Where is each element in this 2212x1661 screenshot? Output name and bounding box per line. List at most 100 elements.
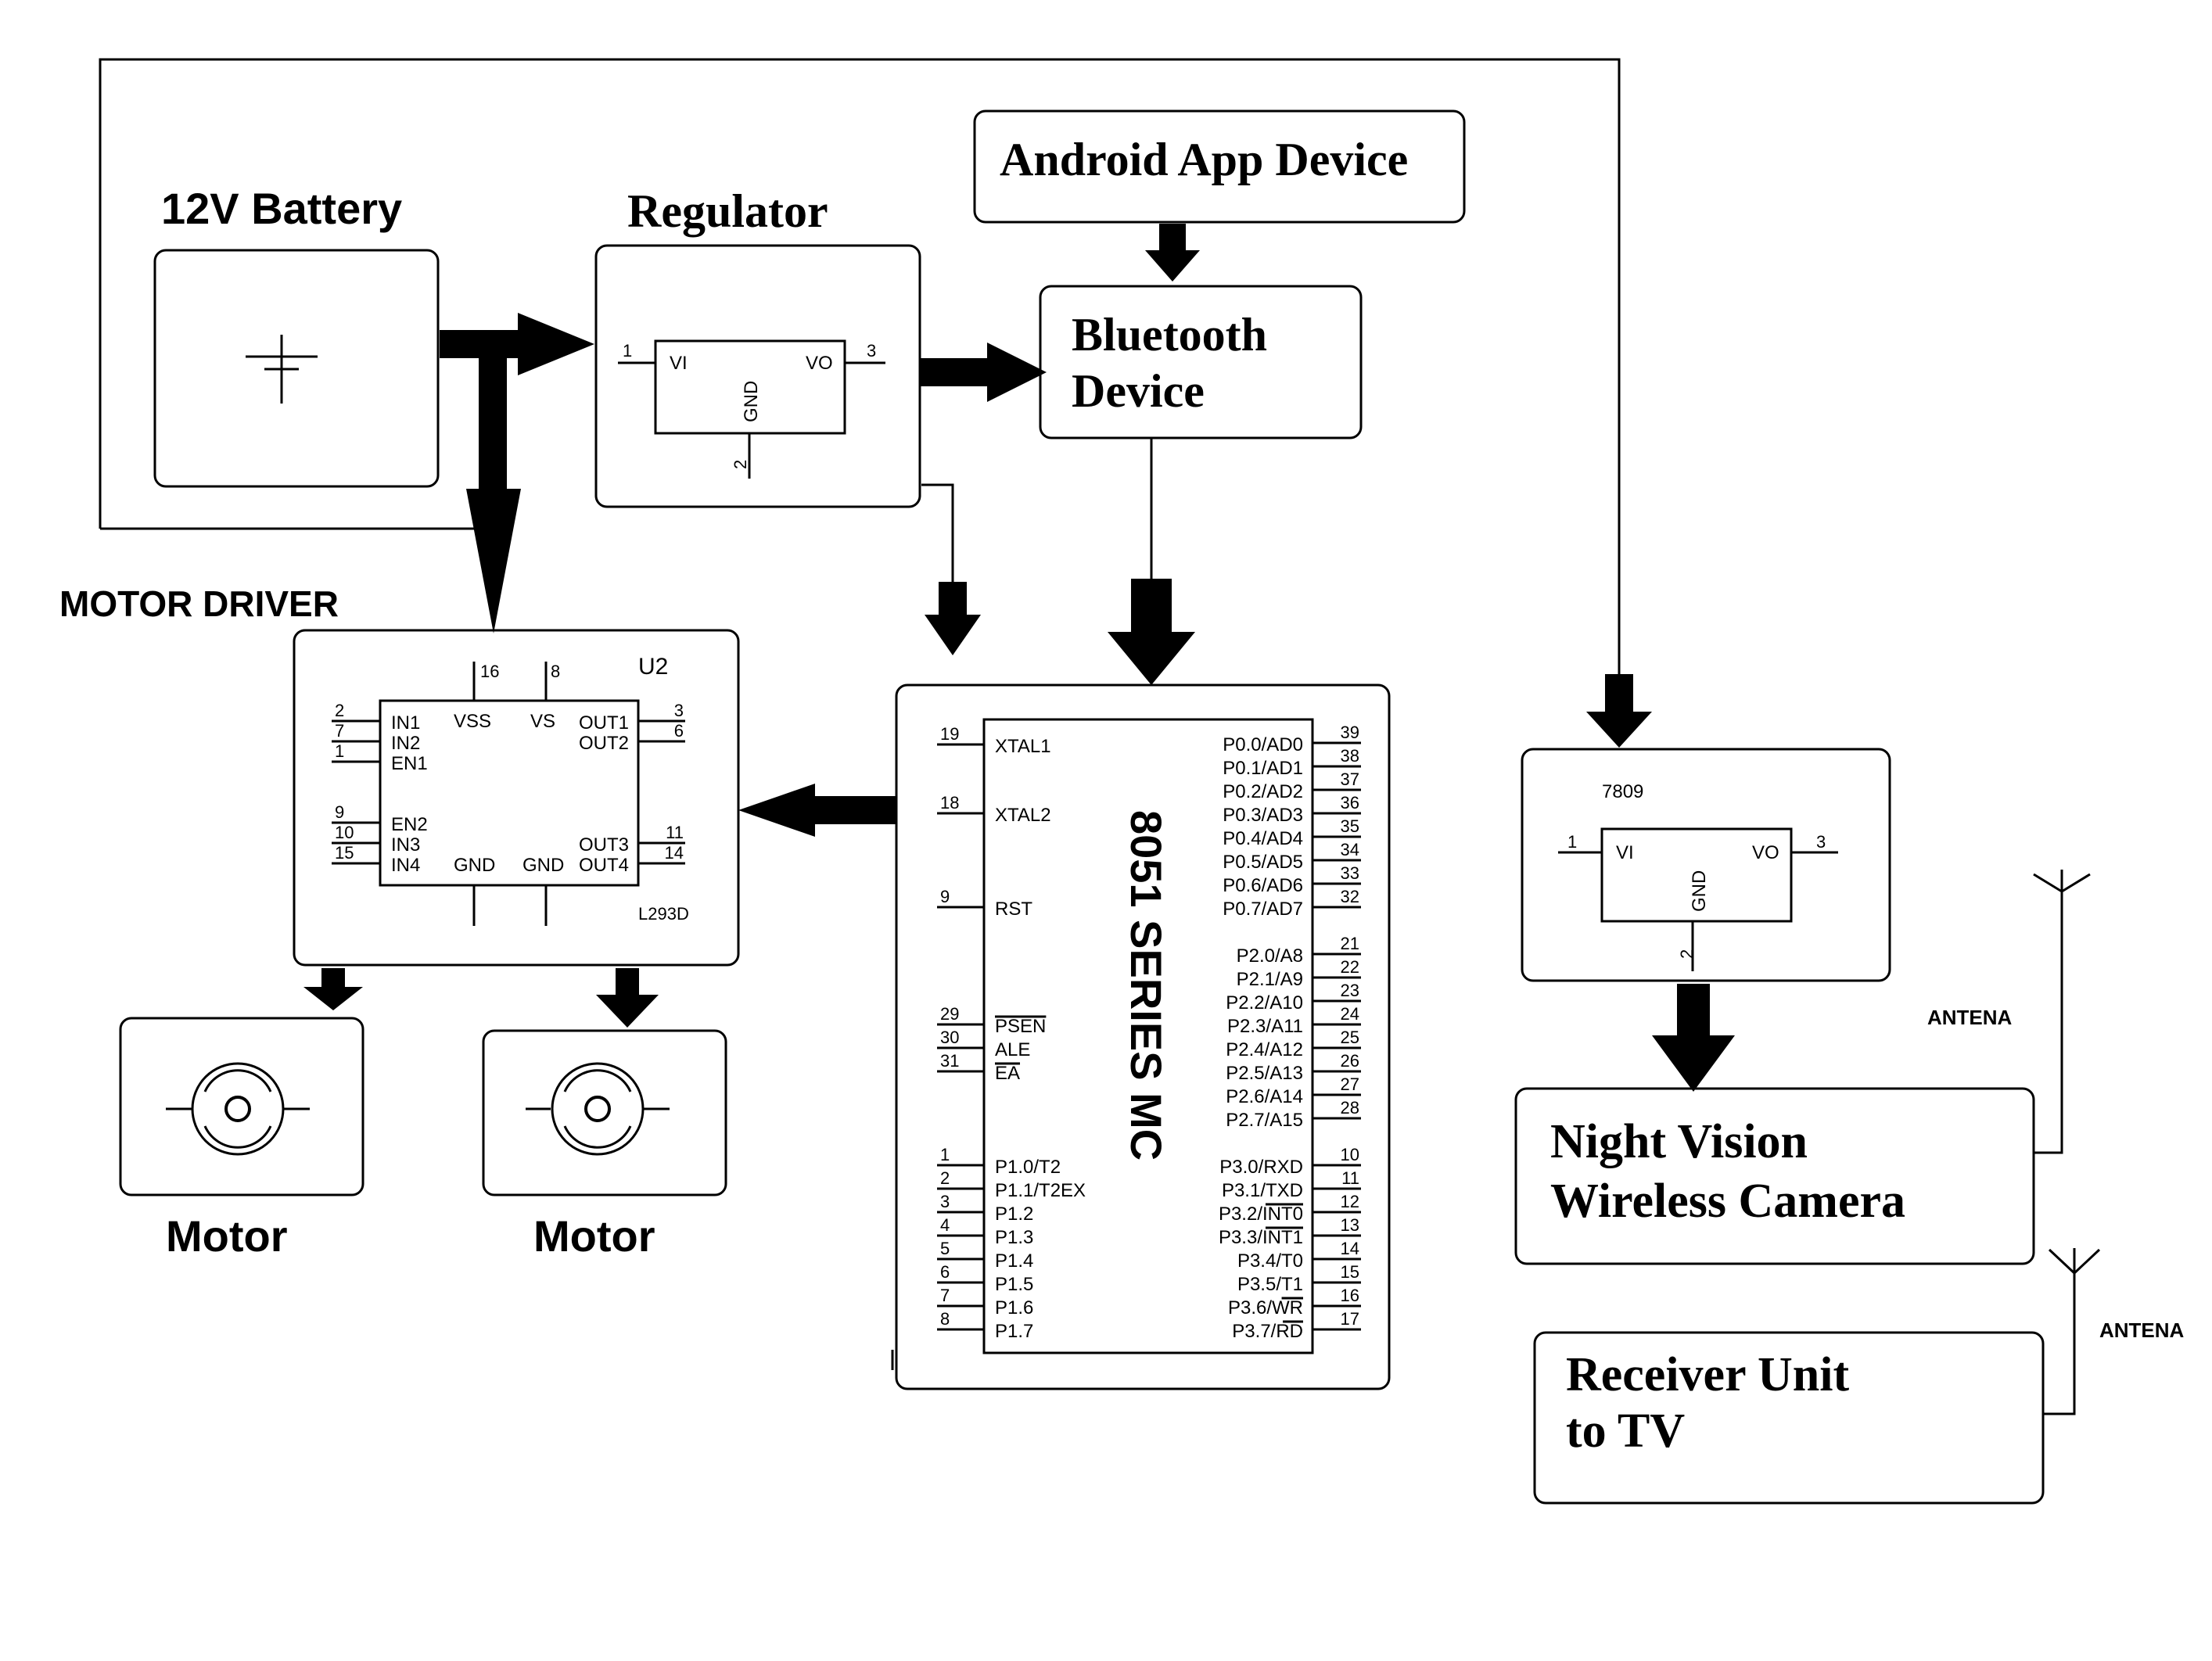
mcu-chip [982,718,1314,1354]
mcu-pin-label: XTAL2 [995,805,1051,826]
motor-left-box [119,1017,364,1196]
receiver-box [1533,1331,2045,1505]
mcu-pin-label: RST [995,899,1032,920]
mcu-pin-label: P1.4 [995,1250,1033,1272]
driver-vss-label: VSS [454,711,491,732]
mcu-pin-label: EA [995,1063,1020,1084]
mcu-pin-6: 6P1.5 [937,1262,1033,1295]
mcu-box [895,683,1391,1390]
camera-box [1514,1087,2035,1265]
mcu-pin-number: 38 [1341,746,1359,766]
mcu-pin-number: 36 [1341,793,1359,813]
mcu-pin-number: 26 [1341,1051,1359,1071]
motor-driver-block: MOTOR DRIVER U2 L293D 16 8 VSS VS GND GN… [59,583,740,967]
regulator-title: Regulator [627,185,828,237]
motor-left-block: Motor [119,1017,364,1261]
battery-block: 12V Battery [153,184,440,488]
mcu-pin-number: 33 [1341,863,1359,883]
mcu-pin-number: 23 [1341,981,1359,1000]
regulator-7809-vo-label: VO [1752,842,1779,863]
mcu-pin-number: 6 [940,1262,950,1282]
mcu-pin-label: P3.0/RXD [1219,1157,1303,1178]
motor-right-label: Motor [533,1211,655,1261]
driver-pin-label: EN2 [391,814,428,835]
android-title: Android App Device [1000,134,1408,185]
mcu-pin-2: 2P1.1/T2EX [937,1168,1086,1201]
driver-ref: U2 [638,654,668,680]
android-box [973,109,1466,224]
bluetooth-box [1039,285,1363,439]
battery-title: 12V Battery [161,184,402,233]
arrow-7809-to-camera [1652,984,1735,1092]
motor-driver-title: MOTOR DRIVER [59,583,339,624]
motor-right-box [482,1029,727,1196]
arrow-driver-to-motor-left [303,968,363,1010]
mcu-pin-number: 25 [1341,1028,1359,1047]
receiver-block: Receiver Unit to TV ANTENA [1533,1248,2185,1505]
mcu-pin-number: 39 [1341,723,1359,742]
mcu-pin-label: P2.6/A14 [1226,1086,1303,1107]
mcu-pin-label: P0.4/AD4 [1223,828,1303,849]
driver-pin-label: OUT1 [579,712,629,734]
mcu-pin-1: 1P1.0/T2 [937,1145,1061,1178]
mcu-pin-label: P1.3 [995,1227,1033,1248]
regulator-vi-label: VI [670,353,688,374]
mcu-pin-number: 24 [1341,1004,1359,1024]
mcu-pin-label: P0.5/AD5 [1223,852,1303,873]
mcu-pin-number: 5 [940,1239,950,1258]
battery-symbol-icon [246,335,318,404]
mcu-pin-number: 34 [1341,840,1359,859]
mcu-pin-number: 3 [940,1192,950,1211]
mcu-pin-label: P3.4/T0 [1237,1250,1303,1272]
driver-pin-number: 2 [335,701,344,720]
mcu-title: 8051 SERIES MC [1122,810,1171,1161]
regulator-7809-pin-in: 1 [1567,832,1577,852]
mcu-pin-label: P1.6 [995,1297,1033,1318]
arrow-bluetooth-to-mcu [1108,579,1195,685]
driver-pin-number: 1 [335,741,344,761]
mcu-pin-number: 17 [1341,1309,1359,1329]
mcu-pin-number: 11 [1341,1168,1359,1188]
driver-pin-number: 9 [335,802,344,822]
arrow-battery-to-driver [466,358,521,633]
arrow-android-to-bluetooth [1145,224,1200,282]
regulator-7809-pin-out: 3 [1816,832,1826,852]
driver-top-pin-0: 16 [480,662,499,681]
regulator-7809-name: 7809 [1602,781,1643,802]
mcu-pin-7: 7P1.6 [937,1286,1033,1318]
driver-pin-number: 6 [674,721,684,741]
driver-part: L293D [638,904,689,924]
mcu-pin-label: XTAL1 [995,736,1051,757]
regulator-7809-pin-gnd: 2 [1677,949,1697,959]
mcu-pin-number: 27 [1341,1074,1359,1094]
mcu-pin-number: 28 [1341,1098,1359,1117]
regulator-7809-vi-label: VI [1616,842,1634,863]
mcu-pin-label: P2.3/A11 [1227,1016,1303,1037]
driver-pin-number: 11 [666,823,684,842]
arrow-regulator-to-mcu [925,582,981,655]
wire-top-loop [99,58,1621,680]
mcu-pin-number: 13 [1341,1215,1359,1235]
receiver-title-line2: to TV [1566,1404,1685,1458]
mcu-pin-label: P3.6/WR [1228,1297,1303,1318]
mcu-pin-label: P2.2/A10 [1226,992,1303,1013]
regulator-gnd-label: GND [741,381,762,422]
